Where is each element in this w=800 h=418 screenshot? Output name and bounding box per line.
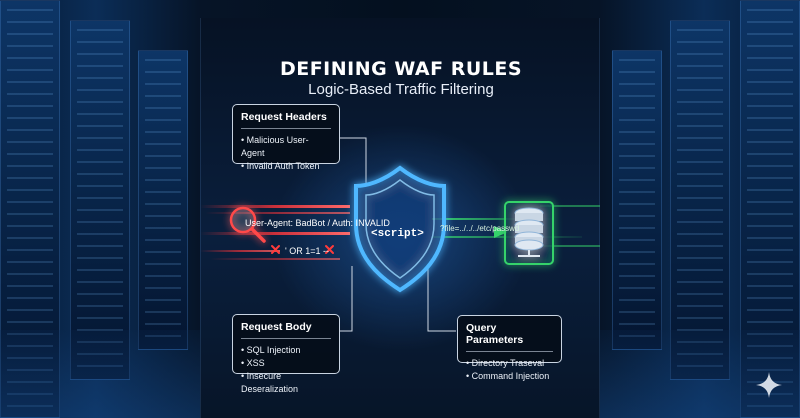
malicious-traffic-stream — [200, 205, 350, 260]
list-item: Directory Traseval — [466, 357, 553, 370]
server-rack-right-2 — [670, 20, 730, 380]
request-body-card: Request Body SQL Injection XSS Insecure … — [232, 314, 340, 394]
connector-body — [339, 266, 353, 332]
path-traversal-payload: ?file=../../../etc/passwd — [440, 224, 520, 233]
list-item: SQL Injection — [241, 344, 331, 357]
x-mark-icon — [271, 245, 334, 254]
shield-icon — [354, 165, 446, 293]
sparkle-icon — [756, 372, 782, 398]
list-item: XSS — [241, 357, 331, 370]
script-payload: <script> — [371, 228, 424, 240]
magnifier-icon — [229, 206, 266, 243]
user-agent-payload: User-Agent: BadBot / Auth: INVALID — [245, 218, 390, 228]
list-item: Command Injection — [466, 370, 553, 383]
server-rack-left-2 — [70, 20, 130, 380]
list-item: Insecure Deseralization — [241, 370, 331, 396]
connector-query — [427, 266, 456, 332]
request-headers-list: Malicious User-Agent Invalid Auth Token — [241, 134, 331, 173]
query-parameters-card: Query Parameters Directory Traseval Comm… — [457, 315, 562, 381]
list-item: Malicious User-Agent — [241, 134, 331, 160]
request-headers-card: Request Headers Malicious User-Agent Inv… — [232, 104, 340, 171]
list-item: Invalid Auth Token — [241, 160, 331, 173]
request-body-title: Request Body — [241, 321, 331, 339]
request-body-list: SQL Injection XSS Insecure Deseralizatio… — [241, 344, 331, 396]
query-parameters-title: Query Parameters — [466, 322, 553, 352]
server-rack-left-3 — [138, 50, 188, 350]
database-server-icon — [504, 201, 554, 265]
query-parameters-list: Directory Traseval Command Injection — [466, 357, 553, 383]
arrow-right-icon — [494, 226, 508, 238]
connector-headers — [339, 137, 367, 186]
page-title: DEFINING WAF RULES — [279, 58, 523, 80]
sql-injection-payload: ' OR 1=1 -- — [285, 246, 329, 256]
server-rack-right-1 — [612, 50, 662, 350]
connector-lines — [339, 137, 456, 332]
request-headers-title: Request Headers — [241, 111, 331, 129]
page-subtitle: Logic-Based Traffic Filtering — [308, 81, 494, 98]
